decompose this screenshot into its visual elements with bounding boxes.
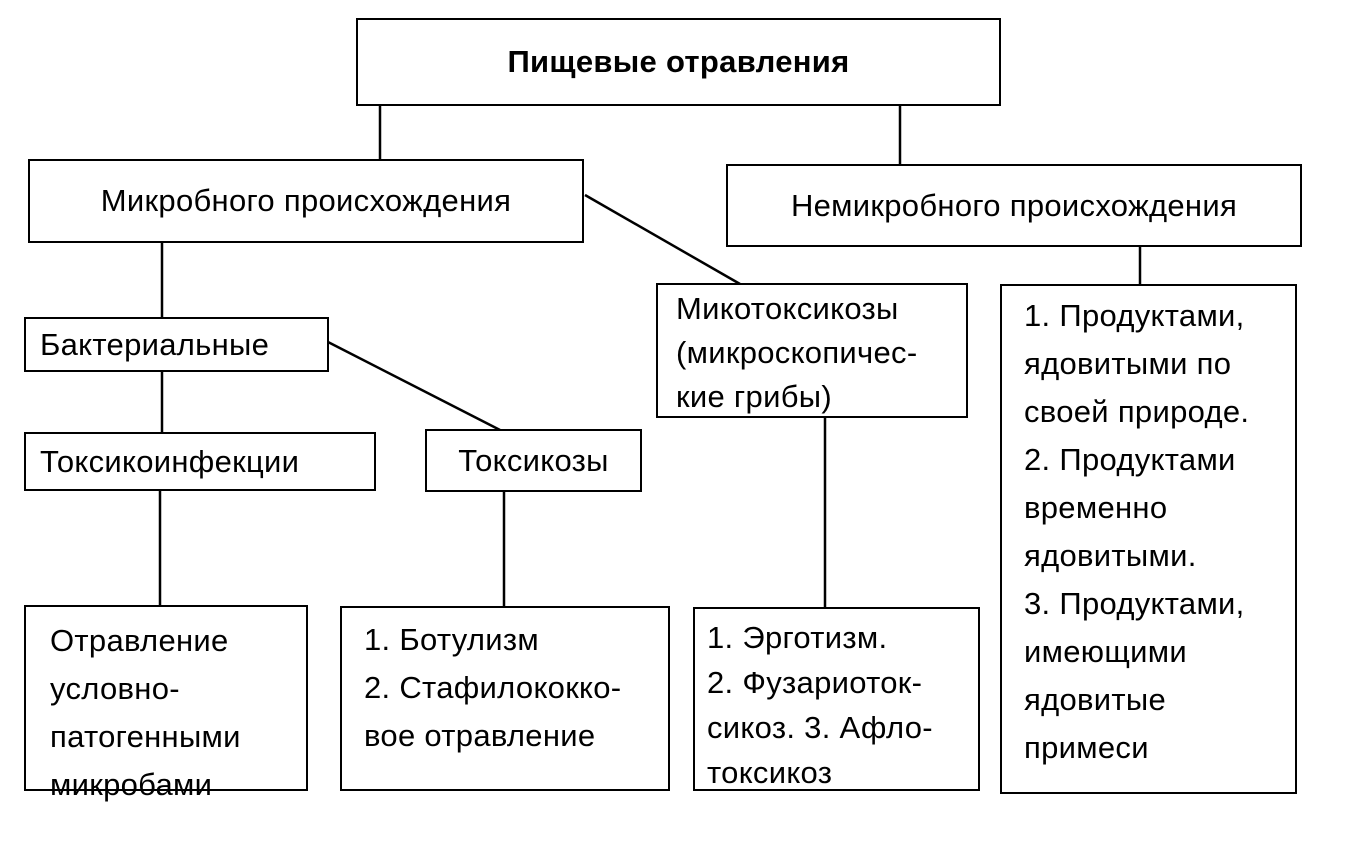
nonmicrobial-list-line: своей природе. [1024, 394, 1250, 429]
mycotoxicoses-node: Микотоксикозы (микроскопичес- кие грибы) [656, 283, 968, 418]
toxicoinfections-node: Токсикоинфекции [24, 432, 376, 491]
nonmicrobial-list-node: 1. Продуктами, ядовитыми по своей природ… [1000, 284, 1297, 794]
mycotoxicoses-line: (микроскопичес- [676, 335, 918, 370]
nonmicrobial-list-line: 2. Продуктами [1024, 442, 1236, 477]
nonmicrobial-list-line: 1. Продуктами, [1024, 298, 1245, 333]
toxicoinfection-detail-node: Отравление условно- патогенными микробам… [24, 605, 308, 802]
nonmicrobial-list-line: ядовитыми. [1024, 538, 1197, 573]
toxicoinfection-detail-line: условно- [50, 671, 180, 706]
bacterial-node-label: Бактериальные [40, 326, 270, 362]
toxicoses-detail-node: 1. Ботулизм 2. Стафилококко- вое отравле… [340, 606, 670, 791]
toxicoinfection-detail-line: микробами [50, 767, 213, 802]
bacterial-node: Бактериальные [24, 317, 329, 372]
toxicoses-detail-line: 2. Стафилококко- [364, 670, 622, 705]
root-node: Пищевые отравления [356, 18, 1001, 106]
microbial-node-label: Микробного происхождения [100, 183, 512, 218]
nonmicrobial-list-line: временно [1024, 490, 1168, 525]
toxicoses-detail-line: 1. Ботулизм [364, 622, 539, 657]
nonmicrobial-list-line: имеющими [1024, 634, 1187, 669]
mycotoxicoses-line: Микотоксикозы [676, 291, 899, 326]
toxicoinfections-node-label: Токсикоинфекции [40, 443, 300, 479]
mycotoxicoses-detail-line: токсикоз [707, 755, 833, 790]
mycotoxicoses-detail-line: 1. Эрготизм. [707, 620, 888, 655]
mycotoxicoses-detail-line: 2. Фузариоток- [707, 665, 923, 700]
toxicoses-detail-line: вое отравление [364, 718, 596, 753]
microbial-node: Микробного происхождения [28, 159, 584, 243]
toxicoses-node-label: Токсикозы [458, 442, 609, 478]
nonmicrobial-node-label: Немикробного происхождения [790, 187, 1238, 223]
line-bacterial-toxicoses [327, 340, 501, 432]
nonmicrobial-node: Немикробного происхождения [726, 164, 1302, 247]
toxicoinfection-detail-line: Отравление [50, 623, 229, 658]
toxicoses-node: Токсикозы [425, 429, 642, 492]
mycotoxicoses-detail-node: 1. Эрготизм. 2. Фузариоток- сикоз. 3. Аф… [693, 607, 980, 791]
root-node-label: Пищевые отравления [507, 44, 850, 79]
line-microbial-mycotoxicoses [584, 193, 741, 286]
nonmicrobial-list-line: ядовитыми по [1024, 346, 1232, 381]
nonmicrobial-list-line: ядовитые [1024, 682, 1167, 717]
toxicoinfection-detail-line: патогенными [50, 719, 241, 754]
nonmicrobial-list-line: примеси [1024, 730, 1149, 765]
mycotoxicoses-line: кие грибы) [676, 379, 832, 414]
mycotoxicoses-detail-line: сикоз. 3. Афло- [707, 710, 933, 745]
nonmicrobial-list-line: 3. Продуктами, [1024, 586, 1245, 621]
